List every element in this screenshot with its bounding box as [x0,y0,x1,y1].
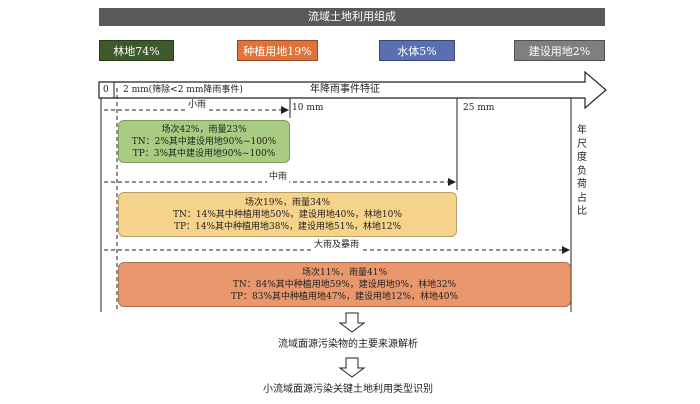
land-use-water-tag: 水体5% [379,40,455,61]
heavy-rain-label: 大雨及暴雨 [312,239,362,251]
heavy-rain-tn: TN：84%其中种植用地59%，建设用地9%，林地32% [232,280,457,290]
annual-load-share-label: 年 尺 度 负 荷 占 比 [575,124,589,219]
side-char: 尺 [577,138,587,150]
axis-10mm-label: 10 mm [292,103,324,113]
side-char: 荷 [577,179,587,190]
rainfall-axis-arrow [98,70,607,110]
medium-rain-tn: TN：14%其中种植用地50%，建设用地40%，林地10% [173,210,402,220]
light-rain-box: 场次42%，雨量23% TN：2%其中建设用地90%~100% TP：3%其中建… [118,120,290,163]
light-rain-label: 小雨 [186,99,209,111]
axis-title: 年降雨事件特征 [310,84,380,95]
side-char: 年 [577,125,587,136]
axis-25mm-label: 25 mm [463,103,495,113]
heavy-rain-box: 场次11%，雨量41% TN：84%其中种植用地59%，建设用地9%，林地32%… [118,262,571,307]
land-use-title: 流域土地利用组成 [99,8,605,26]
axis-2mm-label: 2 mm(筛除<2 mm降雨事件) [123,85,243,95]
light-rain-tn: TN：2%其中建设用地90%~100% [131,137,277,147]
medium-rain-label: 中雨 [267,171,290,183]
land-use-construction-tag: 建设用地2% [514,40,605,61]
medium-rain-box: 场次19%，雨量34% TN：14%其中种植用地50%，建设用地40%，林地10… [118,192,457,237]
light-rain-events: 场次42%，雨量23% [161,125,247,135]
land-use-cropland-tag: 种植用地19% [237,40,318,61]
down-arrow-1 [338,312,366,333]
side-char: 度 [577,152,587,163]
heavy-rain-tp: TP：83%其中种植用地47%，建设用地12%，林地40% [230,292,459,302]
heavy-rain-events: 场次11%，雨量41% [301,268,387,278]
axis-zero-label: 0 [103,85,109,95]
light-rain-tp: TP：3%其中建设用地90%~100% [132,149,276,159]
down-arrow-2 [338,357,366,378]
medium-rain-events: 场次19%，雨量34% [244,198,330,208]
key-landuse-identification-step: 小流域面源污染关键土地利用类型识别 [263,384,433,395]
land-use-forest-tag: 林地74% [99,40,174,61]
side-char: 负 [577,165,587,177]
medium-rain-tp: TP：14%其中种植用地38%，建设用地51%，林地12% [173,222,402,232]
side-char: 比 [577,206,587,217]
side-char: 占 [577,192,587,204]
source-analysis-step: 流域面源污染物的主要来源解析 [278,339,418,350]
